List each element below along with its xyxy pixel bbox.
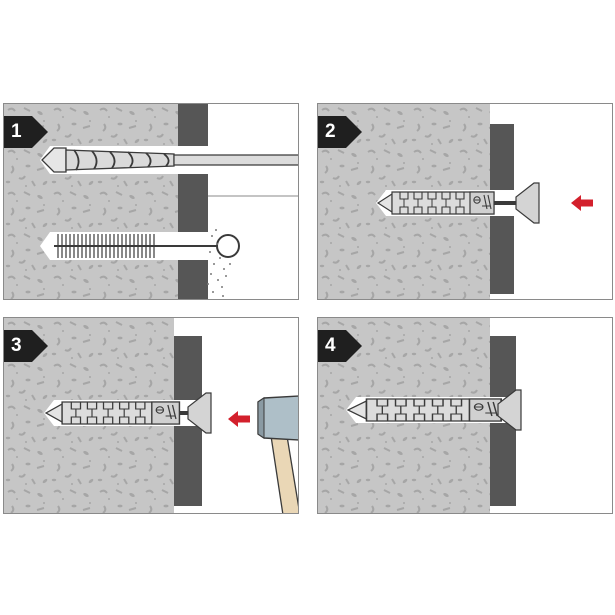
step-3-panel: 3 [3,317,299,514]
dust-particles [207,229,231,297]
open-space [208,104,298,299]
step-1-badge: 1 [4,116,48,148]
hammer-in-illustration [4,318,298,513]
step-2-badge: 2 [318,116,362,148]
step-4-panel: 4 [317,317,613,514]
drill-and-clean-illustration [4,104,298,299]
step-1-panel: 1 [3,103,299,300]
step-3-badge: 3 [4,330,48,362]
step-2-number: 2 [325,121,336,142]
cleaning-brush-icon [54,234,240,258]
frame-anchor-icon [377,191,495,215]
hammer-icon [257,395,298,513]
anchor-installed-illustration [318,318,612,513]
step-1-number: 1 [11,121,22,142]
step-4-number: 4 [325,335,336,356]
step-4-badge: 4 [318,330,362,362]
insert-anchor-illustration [318,104,612,299]
step-3-number: 3 [11,335,22,356]
step-2-panel: 2 [317,103,613,300]
frame-anchor-icon [45,401,181,425]
frame-anchor-icon [347,398,502,422]
drill-bit-icon [41,147,298,173]
panel-board [178,104,208,299]
